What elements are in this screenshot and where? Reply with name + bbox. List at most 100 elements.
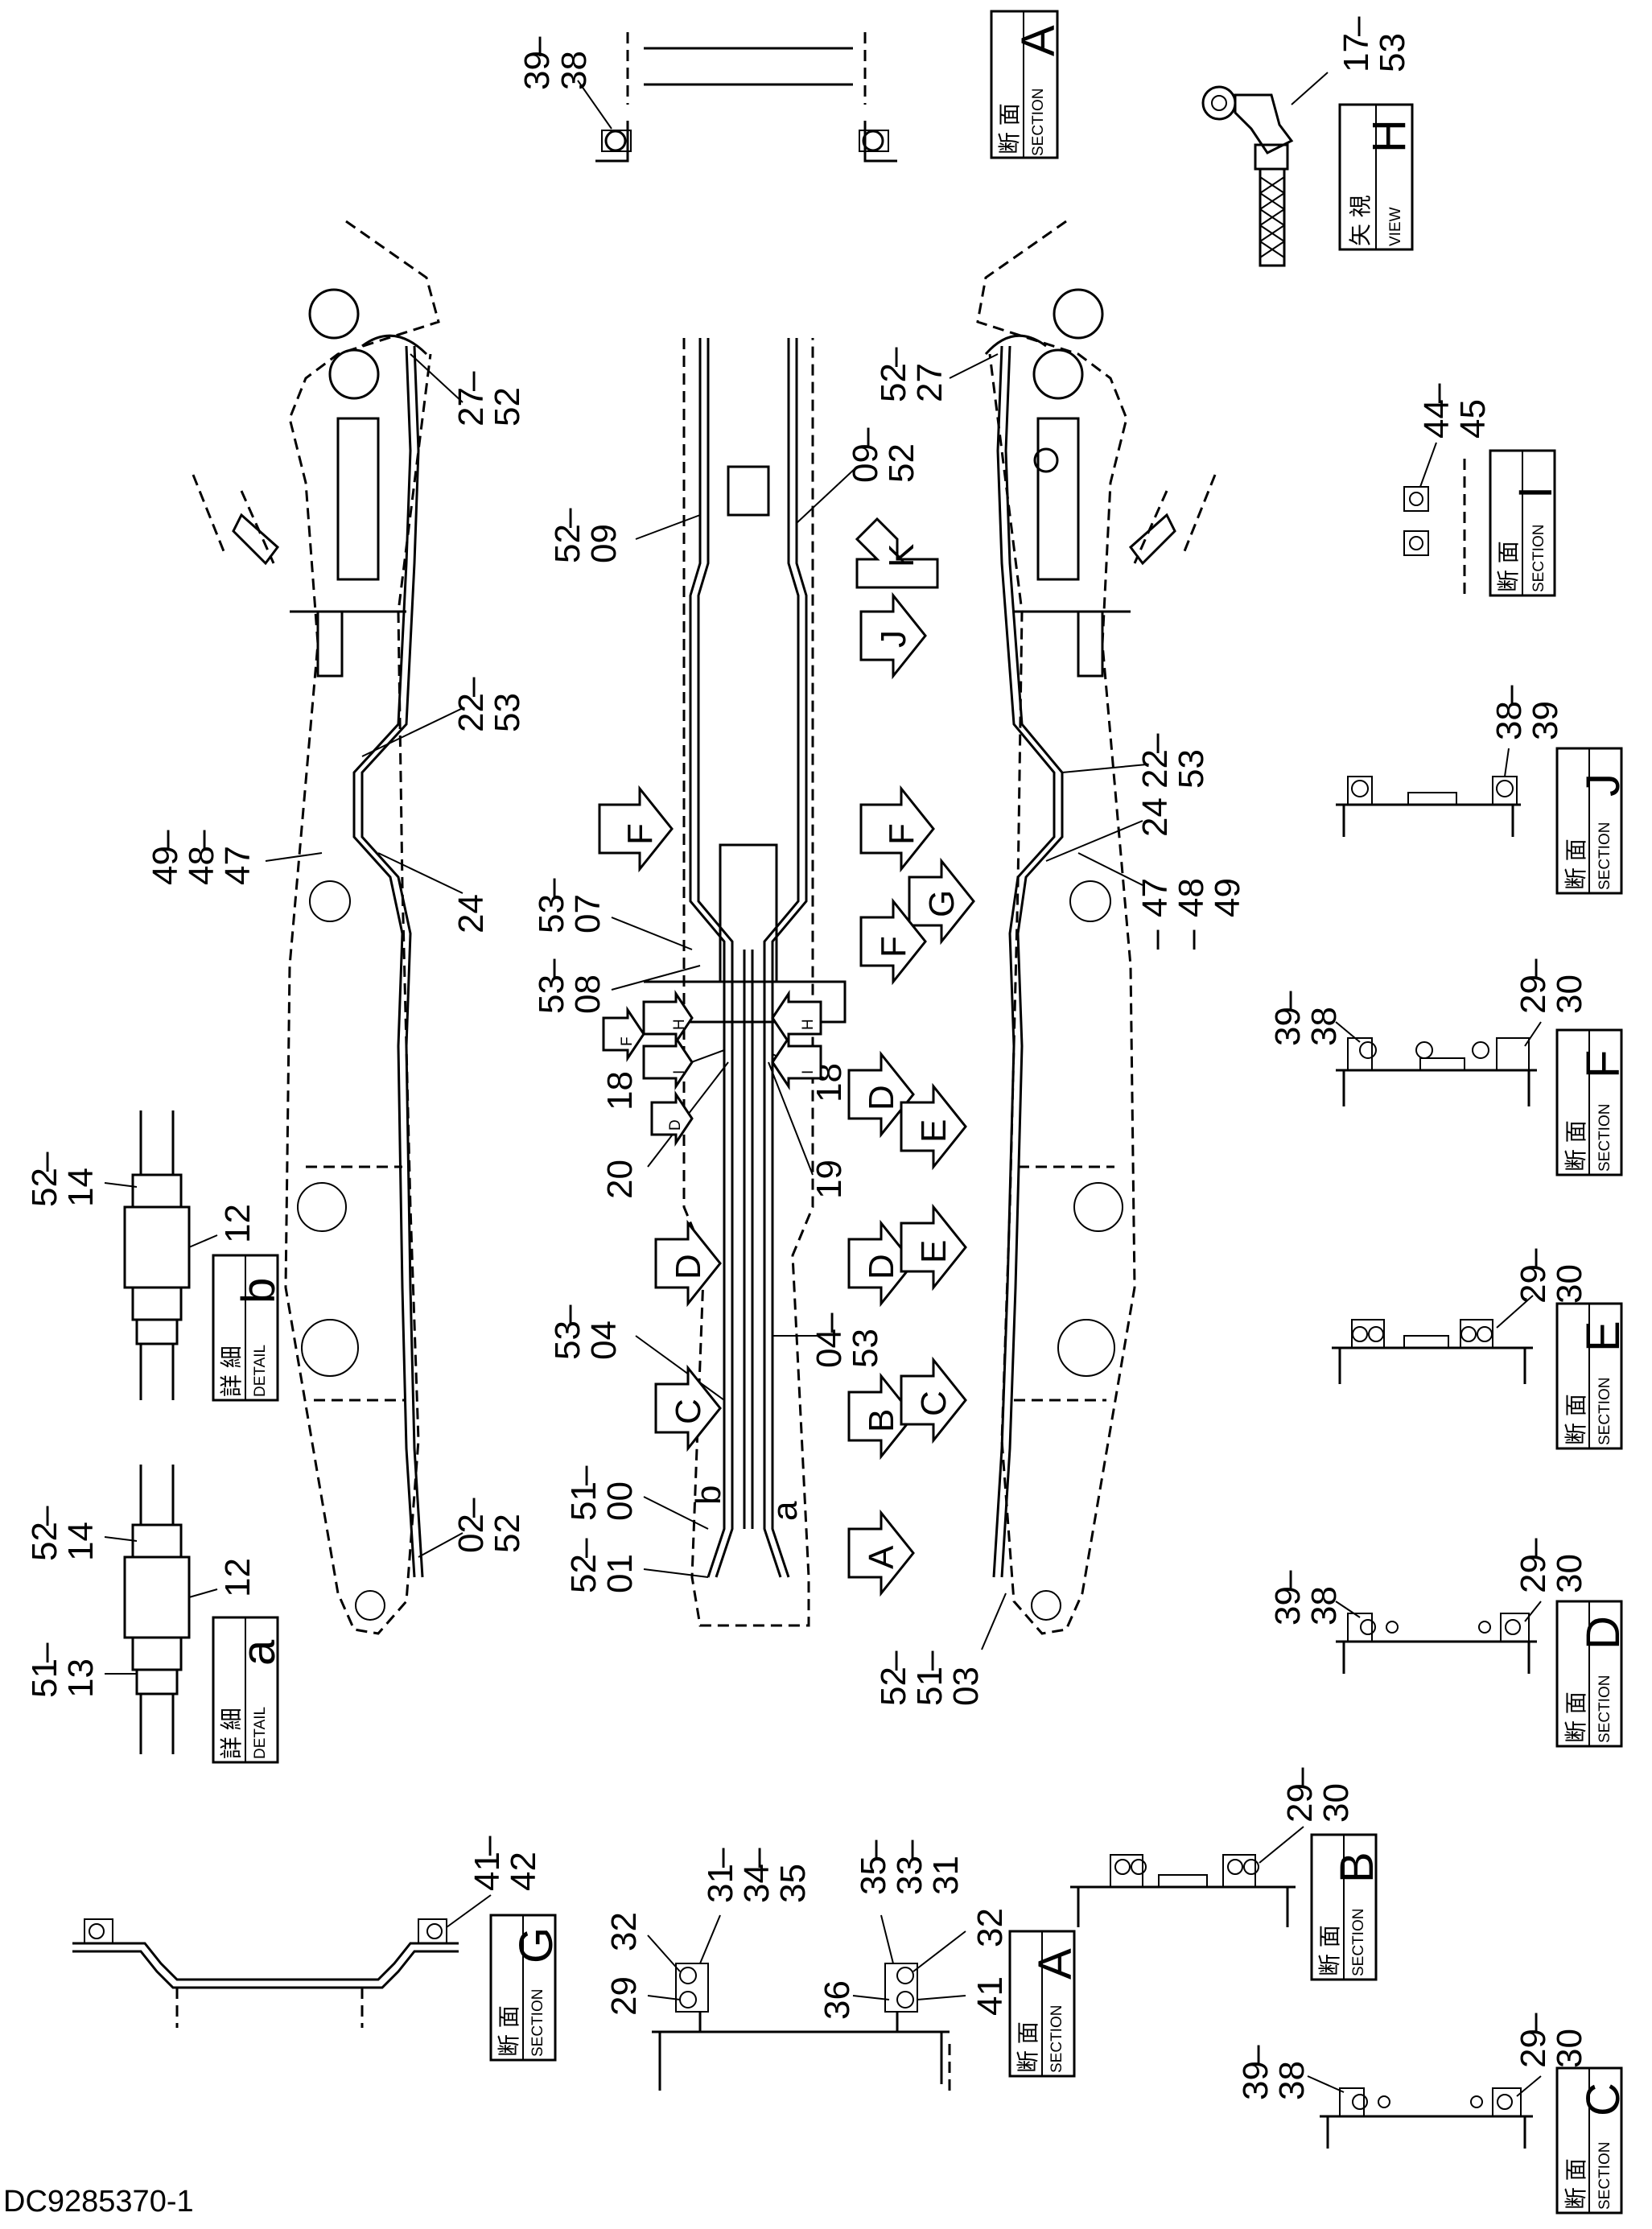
section-arrow-f-small: F: [602, 1006, 645, 1062]
part-label-02-52-left: 02 – 52: [418, 1498, 527, 1558]
part-label-24-right: 24: [1045, 797, 1175, 862]
svg-text:29: 29: [1280, 1783, 1320, 1823]
svg-text:–: –: [854, 1840, 893, 1860]
detail-b-fitting-sketch: [123, 1110, 191, 1400]
view-h-fitting-sketch: [1201, 85, 1294, 267]
svg-text:断 面: 断 面: [496, 2005, 521, 2057]
part-label-41-42: 41 – 42: [446, 1836, 543, 1928]
part-label-22-53-right: 22 – 53: [1061, 733, 1211, 789]
section-arrow-f-1: F: [598, 785, 674, 873]
svg-text:53: 53: [532, 894, 571, 933]
svg-text:–: –: [1268, 991, 1308, 1011]
part-label-12-a: 12: [188, 1558, 257, 1598]
svg-text:I: I: [1510, 486, 1562, 499]
svg-text:断 面: 断 面: [1016, 2021, 1040, 2073]
right-boom-outline: [976, 220, 1217, 1635]
svg-text:SECTION: SECTION: [1350, 1909, 1367, 1976]
svg-text:33: 33: [890, 1856, 929, 1895]
svg-text:–: –: [532, 878, 571, 898]
svg-text:51: 51: [910, 1667, 950, 1706]
svg-text:53: 53: [1172, 749, 1211, 789]
section-arrow-d-2: D: [654, 1219, 722, 1308]
svg-text:32: 32: [604, 1912, 644, 1951]
section-arrow-e-2: E: [900, 1203, 967, 1292]
svg-text:03: 03: [946, 1667, 986, 1706]
part-label-39-38-d: 39 – 38: [1268, 1570, 1361, 1625]
svg-text:39: 39: [1526, 701, 1565, 740]
section-arrow-d-1: D: [847, 1050, 915, 1139]
part-label-18-left: 18: [600, 1049, 725, 1110]
svg-text:DETAIL: DETAIL: [252, 1345, 269, 1397]
svg-text:C: C: [1577, 2083, 1629, 2116]
svg-text:38: 38: [1304, 1007, 1344, 1046]
part-label-53-04-left: 53 – 04: [548, 1304, 725, 1401]
svg-text:–: –: [564, 1465, 604, 1485]
svg-text:19: 19: [810, 1160, 849, 1199]
part-label-32-41: 32 41: [913, 1908, 1010, 2016]
svg-text:–: –: [451, 677, 491, 697]
part-label-39-38-top: 39 – 38: [517, 36, 612, 130]
svg-text:F: F: [619, 1036, 636, 1046]
svg-text:SECTION: SECTION: [529, 1989, 546, 2057]
view-box-h: H 矢 視 VIEW: [1338, 103, 1415, 251]
drawing-number: DC9285370-1: [3, 2185, 194, 2219]
svg-text:詳 細: 詳 細: [219, 1345, 244, 1397]
svg-text:51: 51: [564, 1481, 604, 1521]
svg-text:29: 29: [1514, 2029, 1553, 2068]
svg-text:52: 52: [25, 1168, 64, 1207]
part-label-53-07: 53 – 07: [532, 878, 693, 950]
section-arrow-f-3: F: [859, 897, 927, 986]
svg-text:38: 38: [1304, 1586, 1344, 1625]
part-label-31-34-35: 31 – 34 – 35: [699, 1848, 813, 1964]
svg-text:–: –: [182, 830, 221, 850]
part-label-22-53-left: 22 – 53: [361, 677, 527, 757]
svg-text:22: 22: [1135, 749, 1175, 789]
part-label-24-left: 24: [377, 852, 491, 933]
svg-text:B: B: [1331, 1852, 1383, 1883]
section-j-sketch: [1336, 776, 1521, 837]
svg-text:35: 35: [773, 1864, 813, 1903]
svg-text:K: K: [882, 544, 921, 567]
section-arrow-d-3: D: [847, 1219, 915, 1308]
svg-text:H: H: [1363, 119, 1415, 153]
svg-text:D: D: [1577, 1616, 1629, 1650]
section-arrow-k: K: [855, 517, 939, 589]
svg-text:C: C: [669, 1399, 708, 1424]
svg-text:–: –: [25, 1152, 64, 1172]
center-arm-hoses: [689, 338, 808, 1578]
svg-text:53: 53: [488, 693, 527, 732]
section-arrow-c-1: C: [654, 1364, 722, 1452]
svg-text:G: G: [510, 1927, 562, 1963]
svg-text:38: 38: [1489, 701, 1529, 740]
svg-text:A: A: [1012, 25, 1065, 56]
svg-text:04: 04: [584, 1321, 624, 1360]
svg-text:–: –: [25, 1506, 64, 1526]
svg-text:J: J: [874, 630, 913, 648]
section-box-a-bottom: A 断 面 SECTION: [1008, 1930, 1081, 2078]
section-box-d: D 断 面 SECTION: [1555, 1600, 1629, 1748]
section-arrow-b: B: [847, 1372, 915, 1461]
svg-text:52: 52: [874, 1667, 913, 1706]
part-label-35-33-31: 35 – 33 – 31: [854, 1840, 966, 1964]
section-e-sketch: [1332, 1319, 1533, 1384]
section-i-sketch: [1403, 459, 1466, 595]
svg-text:–: –: [1489, 685, 1529, 705]
part-label-52-14-b: 52 – 14: [25, 1152, 138, 1207]
section-arrow-h-right: H: [771, 990, 822, 1046]
svg-text:–: –: [564, 1538, 604, 1558]
svg-text:I: I: [671, 1070, 688, 1074]
section-arrow-f-2: F: [859, 785, 935, 873]
svg-text:–: –: [1135, 733, 1175, 753]
svg-text:SECTION: SECTION: [1596, 1378, 1613, 1445]
svg-text:SECTION: SECTION: [1030, 89, 1047, 156]
part-label-12-b: 12: [188, 1204, 257, 1248]
svg-text:27: 27: [451, 387, 491, 426]
section-arrow-e-1: E: [900, 1082, 967, 1171]
svg-text:44: 44: [1417, 399, 1456, 439]
section-box-a-top: A 断 面 SECTION: [990, 10, 1065, 159]
svg-text:SECTION: SECTION: [1596, 822, 1613, 890]
svg-text:29: 29: [1514, 974, 1553, 1014]
section-a-top-sketch: [595, 32, 897, 163]
svg-text:49: 49: [1208, 878, 1247, 917]
